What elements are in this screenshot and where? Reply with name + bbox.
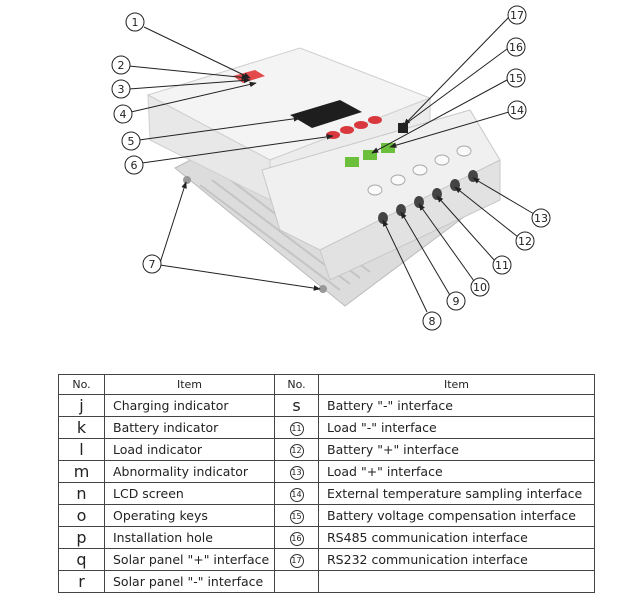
callout-8: 8	[422, 311, 442, 331]
row-item: Operating keys	[104, 504, 275, 527]
callout-2: 2	[111, 55, 131, 75]
callout-7: 7	[142, 254, 162, 274]
svg-text:15: 15	[509, 72, 523, 85]
row-item: Battery indicator	[104, 416, 275, 439]
header-item: Item	[104, 374, 275, 395]
controller-device	[146, 47, 501, 307]
row-no: k	[58, 416, 105, 439]
circled-number: 12	[289, 443, 304, 458]
row-no-2: 16	[274, 526, 319, 549]
svg-text:12: 12	[518, 235, 532, 248]
controller-diagram: 1 2 3 4 5 6 7 8 9 10 11 12 13 14 15 16 1…	[111, 5, 551, 331]
row-no: p	[58, 526, 105, 549]
row-no-2: 13	[274, 460, 319, 483]
callout-4: 4	[113, 104, 133, 124]
row-item: Installation hole	[104, 526, 275, 549]
row-no-2: 14	[274, 482, 319, 505]
row-item: LCD screen	[104, 482, 275, 505]
circled-number: 11	[289, 421, 304, 436]
svg-text:7: 7	[149, 258, 156, 271]
row-no: r	[58, 570, 105, 593]
row-item: Abnormality indicator	[104, 460, 275, 483]
row-item-2: RS485 communication interface	[318, 526, 595, 549]
svg-text:10: 10	[473, 281, 487, 294]
circled-number: 17	[289, 553, 304, 568]
callout-14: 14	[507, 100, 527, 120]
callout-6: 6	[124, 155, 144, 175]
svg-text:3: 3	[118, 83, 125, 96]
table-header-row: No. Item No. Item	[58, 374, 595, 395]
callout-1: 1	[125, 12, 145, 32]
row-item: Solar panel "+" interface	[104, 548, 275, 571]
row-no: o	[58, 504, 105, 527]
callout-13: 13	[531, 208, 551, 228]
row-item-2: Load "+" interface	[318, 460, 595, 483]
callout-15: 15	[506, 68, 526, 88]
leader-lines	[128, 16, 535, 313]
row-no-2: 17	[274, 548, 319, 571]
svg-text:4: 4	[120, 108, 127, 121]
row-no: n	[58, 482, 105, 505]
svg-text:2: 2	[118, 59, 125, 72]
svg-text:8: 8	[429, 315, 436, 328]
circled-number: 13	[289, 465, 304, 480]
svg-text:6: 6	[131, 159, 138, 172]
row-item: Solar panel "-" interface	[104, 570, 275, 593]
row-no-2: 12	[274, 438, 319, 461]
header-no-2: No.	[274, 374, 319, 395]
row-no-2: s	[274, 394, 319, 417]
header-item-2: Item	[318, 374, 595, 395]
row-item-2: Battery "+" interface	[318, 438, 595, 461]
row-item-2: Load "-" interface	[318, 416, 595, 439]
callout-10: 10	[470, 277, 490, 297]
row-no-2: 15	[274, 504, 319, 527]
row-no: j	[58, 394, 105, 417]
callout-12: 12	[515, 231, 535, 251]
row-no: q	[58, 548, 105, 571]
svg-text:13: 13	[534, 212, 548, 225]
circled-number: 14	[289, 487, 304, 502]
callout-9: 9	[446, 291, 466, 311]
svg-text:5: 5	[128, 135, 135, 148]
svg-text:17: 17	[510, 9, 524, 22]
row-no: m	[58, 460, 105, 483]
row-item-2	[318, 570, 595, 593]
row-item-2: RS232 communication interface	[318, 548, 595, 571]
svg-text:14: 14	[510, 104, 524, 117]
svg-text:16: 16	[509, 41, 523, 54]
svg-text:1: 1	[132, 16, 139, 29]
callout-5: 5	[121, 131, 141, 151]
row-item-2: External temperature sampling interface	[318, 482, 595, 505]
row-no-2: 11	[274, 416, 319, 439]
row-item: Load indicator	[104, 438, 275, 461]
row-no: l	[58, 438, 105, 461]
svg-text:11: 11	[495, 259, 509, 272]
row-no-2	[274, 570, 319, 593]
callout-16: 16	[506, 37, 526, 57]
callout-3: 3	[111, 79, 131, 99]
circled-number: 15	[289, 509, 304, 524]
row-item-2: Battery voltage compensation interface	[318, 504, 595, 527]
row-item: Charging indicator	[104, 394, 275, 417]
svg-text:9: 9	[453, 295, 460, 308]
circled-number: 16	[289, 531, 304, 546]
row-item-2: Battery "-" interface	[318, 394, 595, 417]
header-no: No.	[58, 374, 105, 395]
callout-11: 11	[492, 255, 512, 275]
callout-17: 17	[507, 5, 527, 25]
